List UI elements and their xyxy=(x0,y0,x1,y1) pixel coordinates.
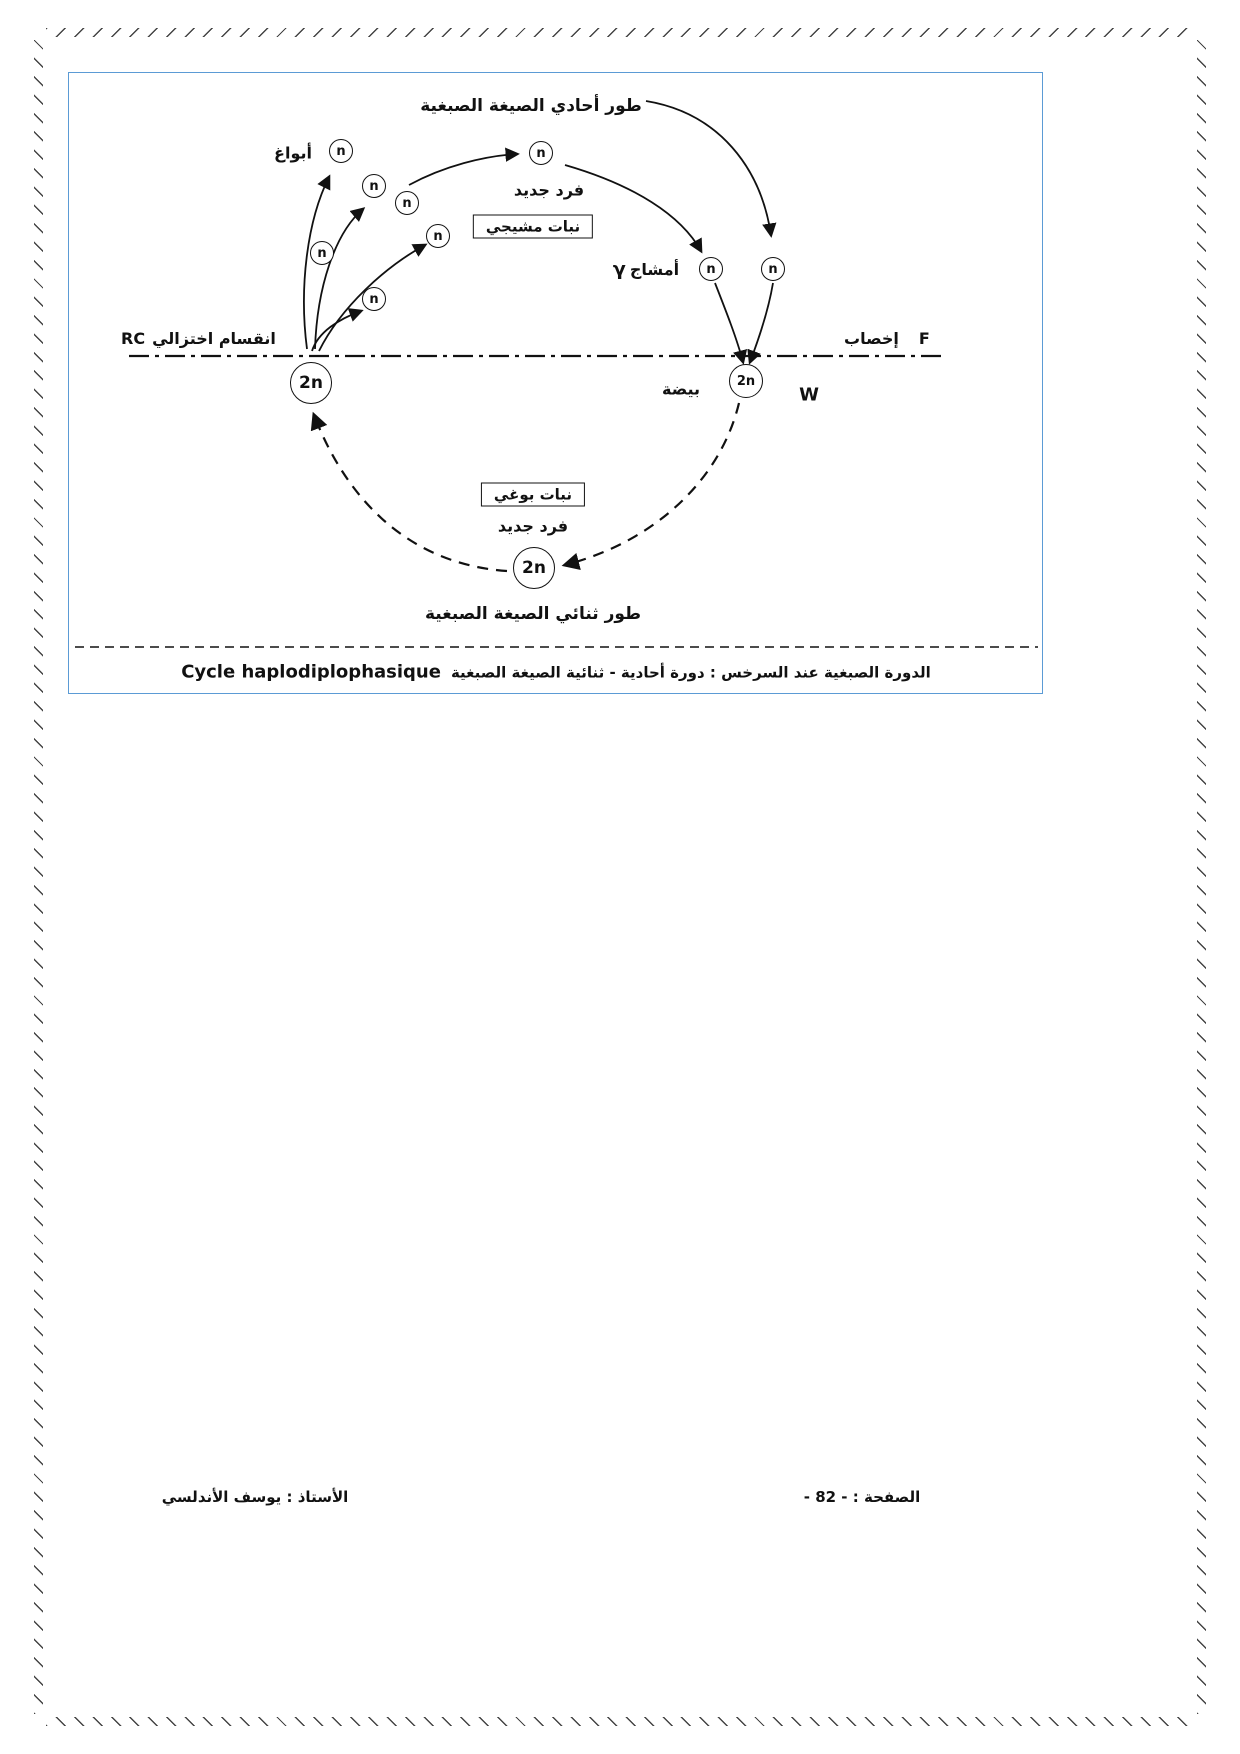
spores-label: أبواغ xyxy=(274,143,312,163)
n-text: n xyxy=(369,291,379,307)
arrow-spore-2 xyxy=(314,207,366,350)
life-cycle-diagram: طور أحادي الصيغة الصبغية أبواغ n n n n n… xyxy=(68,72,1043,694)
zygote-symbol: W xyxy=(799,384,819,406)
gamete-n-circle: n xyxy=(699,257,723,281)
sporophyte-box: نبات بوغي xyxy=(480,482,586,507)
fertilization-label: إخصاب xyxy=(844,329,899,348)
fertilization-label-group: إخصاب F xyxy=(844,329,930,348)
cycle-arrows-layer xyxy=(75,100,1038,648)
gamete-symbol: γ xyxy=(612,258,626,280)
new-individual-top-label: فرد جديد xyxy=(513,180,585,200)
gametes-label-group: γ أمشاج xyxy=(613,258,679,280)
meiosis-2n-circle: 2n xyxy=(290,362,332,404)
spore-n-circle: n xyxy=(395,191,419,215)
label-2n-text: 2n xyxy=(299,373,323,393)
arrow-gamete-right-to-egg xyxy=(747,282,774,365)
new-individual-bottom-label: فرد جديد xyxy=(497,516,569,536)
fertilization-abbr: F xyxy=(918,329,930,348)
arrow-egg-to-sporophyte xyxy=(561,402,741,570)
label-2n-text: 2n xyxy=(522,558,546,578)
arrow-to-germinating-spore xyxy=(408,147,520,186)
footer-page-number: الصفحة : - 82 - xyxy=(803,1488,921,1506)
spore-n-circle: n xyxy=(329,139,353,163)
label-2n-text: 2n xyxy=(736,373,756,389)
n-text: n xyxy=(768,261,778,277)
reduction-label: انقسام اختزالي xyxy=(152,329,276,348)
spore-n-circle: n xyxy=(426,224,450,248)
arrow-haploid-title xyxy=(645,100,777,238)
arrow-gamete-left-to-egg xyxy=(714,282,748,365)
n-text: n xyxy=(536,145,546,161)
germinating-spore-n-circle: n xyxy=(529,141,553,165)
caption-arabic: الدورة الصبغية عند السرخس : دورة أحادية … xyxy=(450,663,931,681)
n-text: n xyxy=(402,195,412,211)
diagram-caption: الدورة الصبغية عند السرخس : دورة أحادية … xyxy=(181,662,931,683)
gametes-label: أمشاج xyxy=(629,259,680,279)
arrow-sporophyte-to-meiosis xyxy=(310,411,508,573)
page-border-top xyxy=(46,28,1194,37)
spore-n-circle: n xyxy=(310,241,334,265)
egg-label: بيضة xyxy=(661,379,701,399)
n-text: n xyxy=(369,178,379,194)
caption-latin: Cycle haplodiplophasique xyxy=(181,661,441,683)
spore-n-circle: n xyxy=(362,287,386,311)
egg-2n-circle: 2n xyxy=(729,364,763,398)
arrow-spore-4 xyxy=(311,308,364,352)
page-border-bottom xyxy=(46,1717,1194,1726)
sporophyte-2n-circle: 2n xyxy=(513,547,555,589)
footer-teacher: الأستاذ : يوسف الأندلسي xyxy=(161,1488,349,1506)
sporophyte-label: نبات بوغي xyxy=(480,482,586,507)
gametophyte-box: نبات مشيجي xyxy=(472,214,594,239)
n-text: n xyxy=(433,228,443,244)
diploid-phase-title: طور ثنائي الصيغة الصبغية xyxy=(424,604,642,624)
gametophyte-label: نبات مشيجي xyxy=(472,214,594,239)
page-border-right xyxy=(1197,40,1206,1714)
n-text: n xyxy=(336,143,346,159)
spore-n-circle: n xyxy=(362,174,386,198)
n-text: n xyxy=(706,261,716,277)
haploid-phase-title: طور أحادي الصيغة الصبغية xyxy=(420,96,642,116)
reduction-abbr: RC xyxy=(121,329,146,348)
reduction-division-label-group: RC انقسام اختزالي xyxy=(121,329,276,348)
n-text: n xyxy=(317,245,327,261)
page-border-left xyxy=(34,40,43,1714)
gamete-n-circle: n xyxy=(761,257,785,281)
